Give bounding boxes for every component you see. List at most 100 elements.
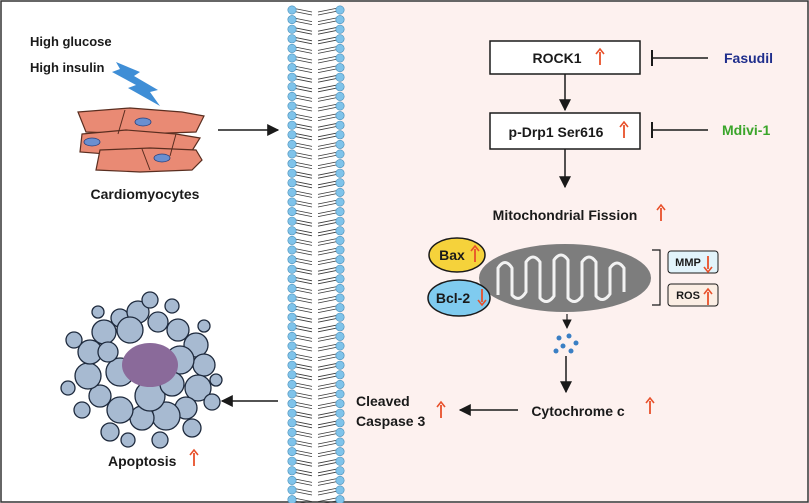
lipid-head xyxy=(287,139,297,149)
lipid-head xyxy=(287,72,297,82)
lipid-head xyxy=(335,63,345,73)
cytochrome-c-molecules xyxy=(553,333,579,354)
caspase-line2-label: Caspase 3 xyxy=(356,413,425,429)
lipid-head xyxy=(335,389,345,399)
lipid-tail xyxy=(317,228,339,237)
cytochrome-dot xyxy=(568,348,574,354)
mitochondrion-cristae xyxy=(496,253,626,303)
apoptotic-cell-illustration xyxy=(60,291,223,449)
lipid-head xyxy=(287,399,297,409)
lipid-head xyxy=(335,24,345,34)
lipid-tail xyxy=(317,276,339,285)
lipid-head xyxy=(335,264,345,274)
lipid-head xyxy=(335,139,345,149)
lipid-head xyxy=(287,322,297,332)
lipid-head xyxy=(335,351,345,361)
apoptotic-bleb xyxy=(164,298,180,314)
apoptotic-bleb xyxy=(91,319,117,345)
lipid-tail xyxy=(317,458,339,467)
cytochrome-c-label: Cytochrome c xyxy=(531,403,625,419)
lipid-head xyxy=(287,274,297,284)
lipid-tail xyxy=(317,420,339,429)
lipid-tail xyxy=(317,314,339,323)
bax-label: Bax xyxy=(439,247,465,263)
stimulus-glucose-label: High glucose xyxy=(30,34,112,49)
apoptosis-up-arrow-icon xyxy=(189,448,199,466)
cytochrome-dot xyxy=(560,343,566,349)
lipid-head xyxy=(335,408,345,418)
cell-junction xyxy=(117,109,126,135)
lipid-head xyxy=(335,53,345,63)
bax-up-arrow-icon xyxy=(470,244,480,262)
lipid-head xyxy=(287,15,297,25)
lipid-head xyxy=(287,168,297,178)
mmp-down-arrow-icon xyxy=(703,256,713,274)
lipid-tail xyxy=(317,103,339,112)
lipid-head xyxy=(287,475,297,485)
lipid-tail xyxy=(317,113,339,121)
lipid-head xyxy=(287,370,297,380)
lipid-head xyxy=(335,178,345,188)
lipid-head xyxy=(287,159,297,169)
lipid-head xyxy=(287,466,297,476)
stimulus-insulin-label: High insulin xyxy=(30,60,104,75)
cytochrome-dot xyxy=(556,335,562,341)
apoptotic-bleb xyxy=(60,380,76,396)
lipid-tail xyxy=(317,122,339,131)
apoptosis-label: Apoptosis xyxy=(108,453,177,469)
cytochrome-dot xyxy=(573,340,579,346)
lipid-tail xyxy=(317,382,339,390)
lipid-tail xyxy=(317,170,339,179)
rock1-up-arrow-icon xyxy=(595,47,605,65)
lipid-head xyxy=(287,53,297,63)
lipid-head xyxy=(335,5,345,15)
pdrp1-label: p-Drp1 Ser616 xyxy=(509,124,604,140)
apoptotic-bleb xyxy=(120,432,136,448)
lipid-tail xyxy=(317,478,339,486)
lipid-head xyxy=(287,264,297,274)
lipid-head xyxy=(287,341,297,351)
lipid-head xyxy=(287,389,297,399)
ros-box xyxy=(667,283,719,307)
lipid-tail xyxy=(317,439,339,448)
lipid-head xyxy=(287,293,297,303)
lipid-head xyxy=(335,207,345,217)
cell-membrane xyxy=(287,5,345,503)
lipid-head xyxy=(335,216,345,226)
lipid-head xyxy=(335,15,345,25)
apoptotic-bleb xyxy=(209,373,223,387)
bcl2-protein xyxy=(427,279,491,317)
lipid-tail xyxy=(317,362,339,371)
apoptotic-bleb xyxy=(203,393,221,411)
lipid-tail xyxy=(317,391,339,400)
lipid-head xyxy=(287,303,297,313)
lipid-tail xyxy=(317,132,339,141)
apoptotic-bleb xyxy=(91,305,105,319)
lipid-head xyxy=(287,82,297,92)
lipid-head xyxy=(287,34,297,44)
lipid-tail xyxy=(317,161,339,169)
lipid-tail xyxy=(317,343,339,352)
lipid-head xyxy=(335,34,345,44)
lipid-tail xyxy=(317,430,339,438)
lipid-tail xyxy=(317,218,339,227)
lipid-head xyxy=(287,427,297,437)
lipid-tail xyxy=(317,84,339,93)
mitochondrion-illustration xyxy=(479,244,651,312)
lipid-tail xyxy=(317,449,339,457)
lipid-head xyxy=(335,456,345,466)
lipid-head xyxy=(287,245,297,255)
lipid-head xyxy=(287,408,297,418)
lipid-tail xyxy=(317,238,339,246)
lipid-head xyxy=(335,379,345,389)
lipid-head xyxy=(335,159,345,169)
lipid-tail xyxy=(317,353,339,361)
lipid-head xyxy=(335,255,345,265)
cytochrome-dot xyxy=(553,348,559,354)
lipid-head xyxy=(287,456,297,466)
lipid-head xyxy=(335,168,345,178)
apoptotic-bleb xyxy=(147,311,169,333)
cell-nucleus xyxy=(83,137,101,147)
lipid-head xyxy=(335,149,345,159)
lipid-head xyxy=(335,91,345,101)
